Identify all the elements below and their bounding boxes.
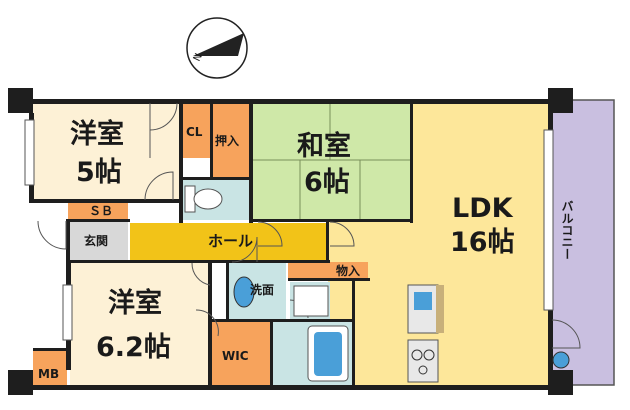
shoe-box [68,203,128,219]
toilet-icon [184,185,223,213]
western-room-2 [70,263,210,385]
meter-box-label: MB [38,367,59,381]
windows [24,119,554,341]
western-room-1-size: 5帖 [76,157,122,188]
monoire-label: 物入 [336,263,360,278]
ldk-size: 16帖 [450,227,515,258]
kitchen-sink-icon [407,284,439,334]
washitsu-size: 6帖 [304,167,350,198]
western-room-2-name: 洋室 [108,287,162,319]
western-room-1 [33,103,181,200]
western-room-1-name: 洋室 [70,118,124,150]
washbasin-icon [233,276,255,308]
north-arrow-icon: N [186,17,248,79]
closet [183,103,210,158]
oshiire-label: 押入 [215,133,239,148]
bathtub-icon [307,325,349,382]
entrance [68,221,128,261]
hall [130,223,328,261]
washitsu-overlay [252,103,412,221]
shoe-box-label: ＳＢ [89,204,113,218]
wic [212,322,270,385]
wic-label: WIC [222,349,249,363]
tatami-lines [252,103,412,221]
washing-machine-pan-icon [293,285,329,317]
door-swings [37,102,581,349]
balcony [551,99,615,386]
counter [436,285,444,333]
compass-label: N [192,52,205,63]
meter-box [33,350,67,385]
stove-icon [407,339,439,383]
hall-label: ホール [208,232,253,250]
monoire [288,262,368,280]
washitsu-name: 和室 [297,130,351,162]
western-room-2-size: 6.2帖 [96,332,171,363]
closet-label: CL [186,125,203,139]
ldk-name: LDK [452,193,514,224]
entrance-label: 玄関 [84,233,108,248]
balcony-label: バルコニー [560,200,574,260]
oshiire [212,103,249,178]
outdoor-unit-icon [552,351,570,369]
senmen-label: 洗面 [250,282,274,297]
